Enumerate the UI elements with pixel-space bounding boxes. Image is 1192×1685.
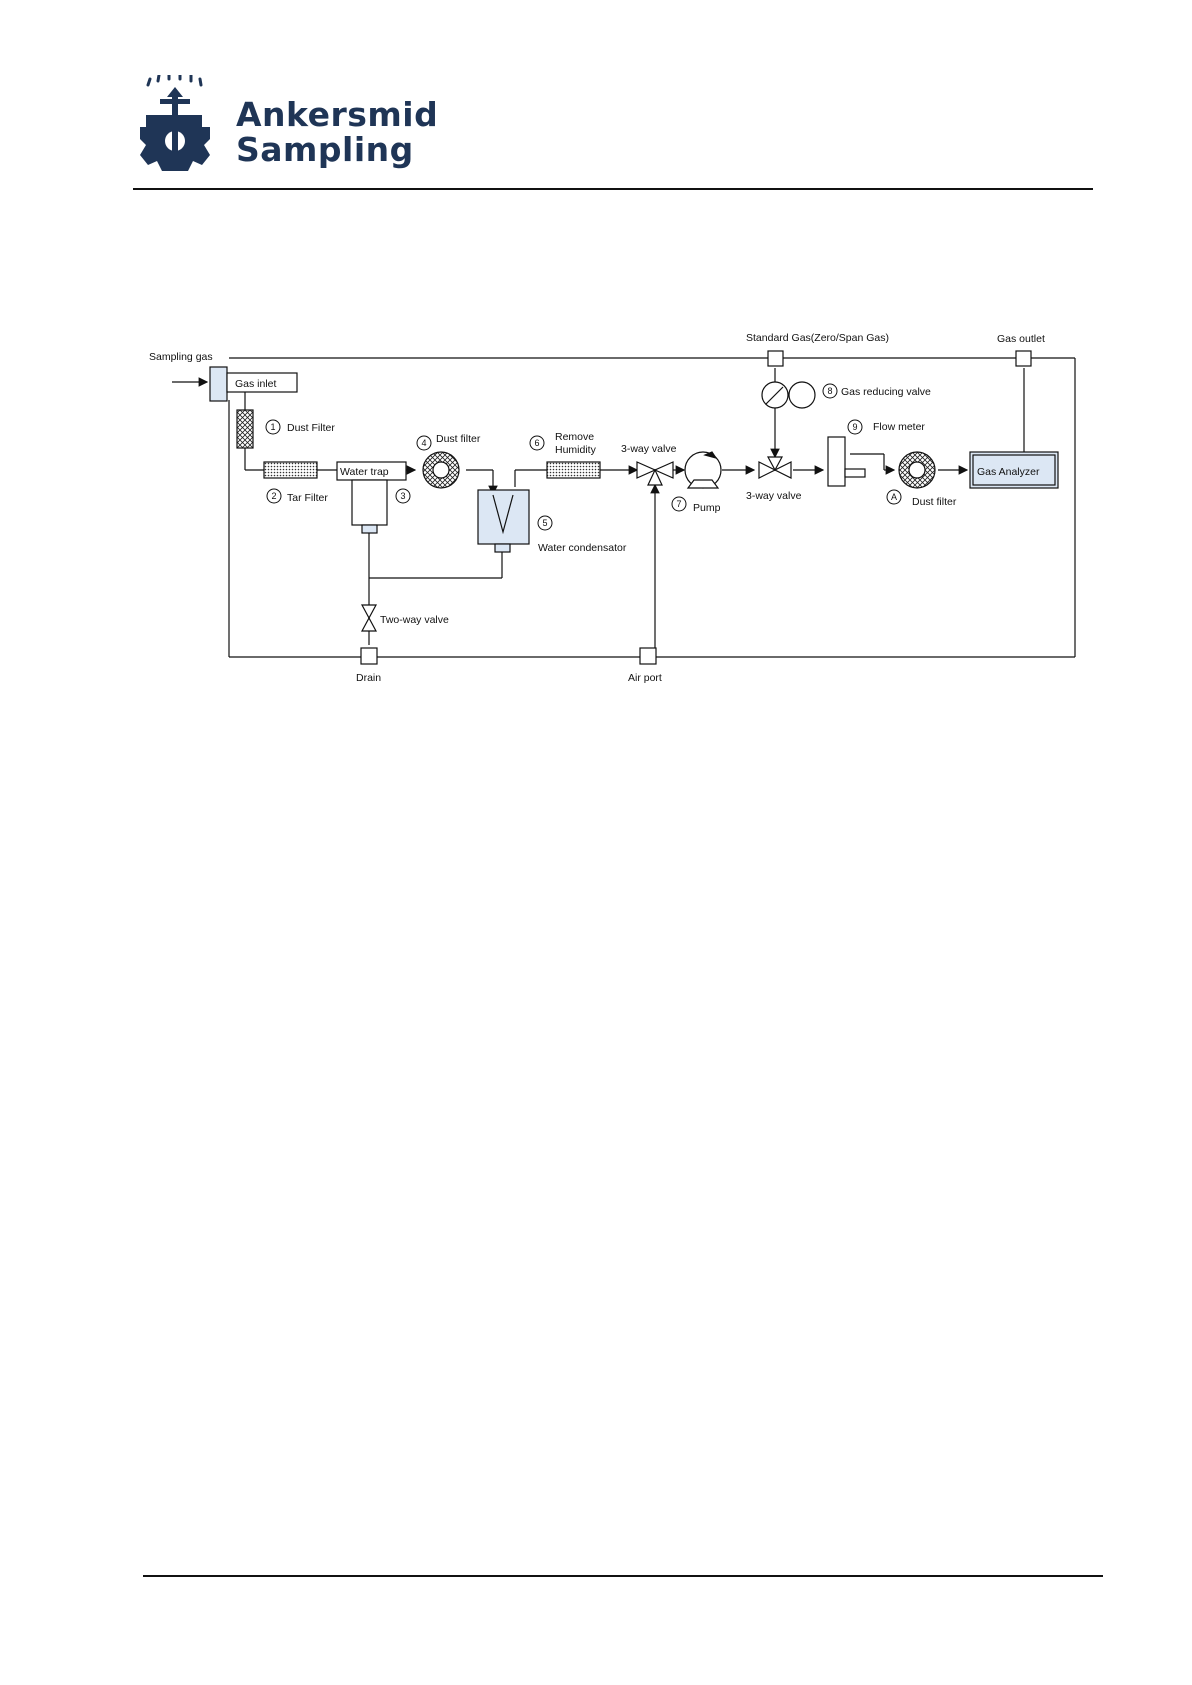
remove-humidity-filter <box>547 462 600 478</box>
label-air-port: Air port <box>628 672 662 684</box>
label-dust-filter-1: Dust Filter <box>287 422 335 434</box>
label-remove-humidity-line1: Remove <box>555 431 594 443</box>
number-8: 8 <box>827 386 832 396</box>
number-9: 9 <box>852 422 857 432</box>
label-pump: Pump <box>693 502 721 514</box>
label-three-way-valve-1: 3-way valve <box>621 443 677 455</box>
water-condensator <box>478 490 529 544</box>
label-tar-filter: Tar Filter <box>287 492 328 504</box>
tar-filter <box>264 462 317 478</box>
label-dust-filter-a: Dust filter <box>912 496 957 508</box>
label-water-trap: Water trap <box>340 466 389 478</box>
label-gas-outlet: Gas outlet <box>997 333 1045 345</box>
number-3: 3 <box>400 491 405 501</box>
flow-meter <box>828 437 845 486</box>
number-1: 1 <box>270 422 275 432</box>
number-6: 6 <box>534 438 539 448</box>
water-trap-body <box>352 480 387 525</box>
number-4: 4 <box>421 438 426 448</box>
label-remove-humidity-line2: Humidity <box>555 444 597 456</box>
label-water-condensator: Water condensator <box>538 542 627 554</box>
label-three-way-valve-2: 3-way valve <box>746 490 802 502</box>
label-drain: Drain <box>356 672 381 684</box>
inlet-block <box>210 367 227 401</box>
number-2: 2 <box>271 491 276 501</box>
standard-gas-port <box>768 351 783 366</box>
gas-reducing-valve <box>789 382 815 408</box>
number-7: 7 <box>676 499 681 509</box>
air-port <box>640 648 656 664</box>
label-sampling-gas: Sampling gas <box>149 351 213 363</box>
water-trap-drain <box>362 525 377 533</box>
number-a: A <box>891 492 897 502</box>
label-gas-inlet: Gas inlet <box>235 378 277 390</box>
label-gas-analyzer: Gas Analyzer <box>977 466 1040 478</box>
label-standard-gas: Standard Gas(Zero/Span Gas) <box>746 332 889 344</box>
two-way-valve <box>362 605 376 618</box>
dust-filter-1 <box>237 410 253 448</box>
gas-outlet-port <box>1016 351 1031 366</box>
label-dust-filter-4: Dust filter <box>436 433 481 445</box>
number-5: 5 <box>542 518 547 528</box>
label-flow-meter: Flow meter <box>873 421 925 433</box>
label-two-way-valve: Two-way valve <box>380 614 449 626</box>
drain-port <box>361 648 377 664</box>
label-gas-reducing-valve: Gas reducing valve <box>841 386 931 398</box>
